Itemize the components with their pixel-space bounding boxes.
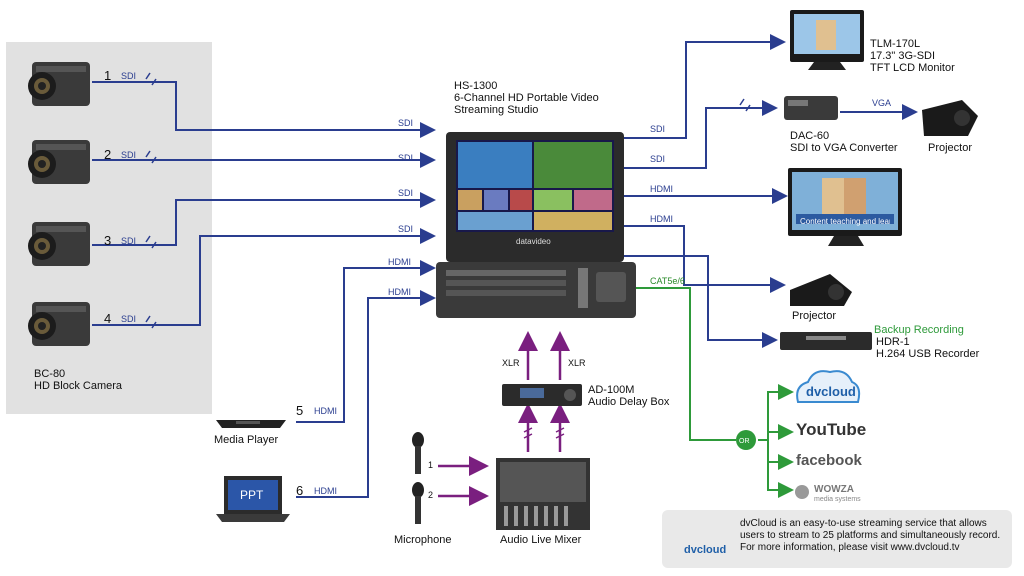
camera-3-signal: SDI [121, 236, 137, 246]
laptop-signal: HDMI [314, 486, 337, 496]
or-text: OR [739, 438, 750, 445]
wowza-logo: WOWZA [814, 484, 854, 495]
xlr-right-label: XLR [568, 358, 586, 368]
hs1300-brand: datavideo [516, 237, 551, 246]
camera-4-signal: SDI [121, 314, 137, 324]
wowza-logo-icon [795, 485, 809, 499]
hdr-line1: H.264 USB Recorder [876, 348, 980, 360]
input-signal-6: HDMI [388, 287, 411, 297]
out-signal-proj2: HDMI [650, 214, 673, 224]
vga-signal: VGA [872, 98, 892, 108]
camera-3-number: 3 [104, 233, 112, 248]
dac-converter-icon [784, 96, 838, 120]
media-player-icon [216, 420, 286, 428]
note-text: dvCloud is an easy-to-use streaming serv… [740, 518, 1001, 553]
dac-model: DAC-60 [790, 130, 830, 142]
hs1300-line1: 6-Channel HD Portable Video [454, 92, 599, 104]
tlm-model: TLM-170L [870, 38, 921, 50]
laptop-number: 6 [296, 483, 304, 498]
camera-1-number: 1 [104, 68, 112, 83]
out-signal-tlm: SDI [650, 124, 666, 134]
media-player-number: 5 [296, 403, 304, 418]
media-player-signal: HDMI [314, 406, 337, 416]
wire-cam1 [92, 81, 436, 138]
dvcloud-logo-icon [796, 370, 861, 403]
wire-dac [622, 100, 778, 169]
hdr-model: HDR-1 [876, 336, 910, 348]
tlm-line2: TFT LCD Monitor [870, 62, 955, 74]
projector-icon-2 [790, 274, 852, 306]
mixer-label: Audio Live Mixer [500, 534, 582, 546]
youtube-logo: YouTube [796, 420, 867, 439]
delay-desc: Audio Delay Box [588, 396, 670, 408]
audio-delay-icon [502, 384, 582, 406]
note-logo: dvcloud [684, 544, 727, 556]
media-player-label: Media Player [214, 434, 279, 446]
projector-2-label: Projector [792, 310, 837, 322]
tlm-line1: 17.3" 3G-SDI [870, 50, 936, 62]
dvcloud-logo: dvcloud [806, 384, 856, 399]
input-signal-4: SDI [398, 224, 414, 234]
hdr-recorder-icon [780, 332, 872, 350]
input-signal-2: SDI [398, 153, 414, 163]
audio-mixer-icon [496, 458, 590, 530]
dac-line1: SDI to VGA Converter [790, 142, 898, 154]
microphone-icons [412, 432, 424, 524]
dvcloud-note-panel [662, 510, 1012, 568]
wire-media [296, 260, 436, 423]
input-signal-3: SDI [398, 188, 414, 198]
tlm-monitor-icon [790, 10, 864, 70]
wire-cat [622, 287, 736, 441]
delay-model: AD-100M [588, 384, 635, 396]
out-signal-cat: CAT5e/6 [650, 276, 685, 286]
hdmi-monitor-icon [788, 168, 902, 246]
xlr-left-label: XLR [502, 358, 520, 368]
hs1300-line2: Streaming Studio [454, 104, 539, 116]
laptop-icon [216, 476, 290, 522]
camera-2-signal: SDI [121, 150, 137, 160]
hs1300-model: HS-1300 [454, 80, 498, 92]
camera-model: BC-80 [34, 368, 66, 380]
input-signal-1: SDI [398, 118, 414, 128]
projector-1-label: Projector [928, 142, 973, 154]
monitor-banner: Content teaching and learning [800, 217, 890, 226]
camera-2-number: 2 [104, 147, 112, 162]
wowza-sub: media systems [814, 496, 861, 503]
hdr-tag: Backup Recording [874, 324, 964, 336]
wire-cam4 [92, 228, 436, 326]
wire-tlm [622, 34, 786, 139]
wire-hdr [622, 255, 778, 348]
or-badge [736, 430, 756, 450]
microphone-label: Microphone [394, 534, 452, 546]
camera-4-number: 4 [104, 311, 112, 326]
input-signal-5: HDMI [388, 257, 411, 267]
out-signal-dac: SDI [650, 154, 666, 164]
wire-cam3 [92, 192, 436, 246]
mic-2-number: 2 [428, 490, 434, 500]
projector-icon [922, 100, 978, 136]
out-signal-monitor: HDMI [650, 184, 673, 194]
mic-1-number: 1 [428, 460, 434, 470]
facebook-logo: facebook [796, 452, 862, 469]
camera-desc: HD Block Camera [34, 380, 123, 392]
wire-laptop [296, 290, 436, 498]
hs1300-icon [436, 132, 636, 318]
camera-icons [28, 62, 90, 346]
camera-1-signal: SDI [121, 71, 137, 81]
laptop-screen-text: PPT [240, 488, 264, 502]
